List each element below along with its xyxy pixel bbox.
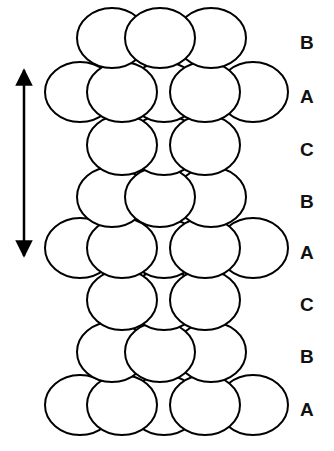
sphere [125, 322, 195, 382]
sphere-layers [45, 8, 288, 435]
sphere [125, 8, 195, 68]
layer-label: C [300, 140, 314, 159]
layer-label: A [300, 400, 314, 419]
layer-label: B [300, 192, 314, 211]
sphere [87, 115, 157, 175]
layer-label: C [300, 295, 314, 314]
repeat-arrow [23, 70, 26, 256]
sphere [87, 218, 157, 278]
layer-label: B [300, 33, 314, 52]
sphere [170, 62, 240, 122]
sphere [87, 62, 157, 122]
layer-label: B [300, 347, 314, 366]
sphere [170, 375, 240, 435]
sphere [87, 375, 157, 435]
sphere [170, 115, 240, 175]
layer-label: A [300, 87, 314, 106]
sphere [125, 167, 195, 227]
layer-label: A [300, 243, 314, 262]
